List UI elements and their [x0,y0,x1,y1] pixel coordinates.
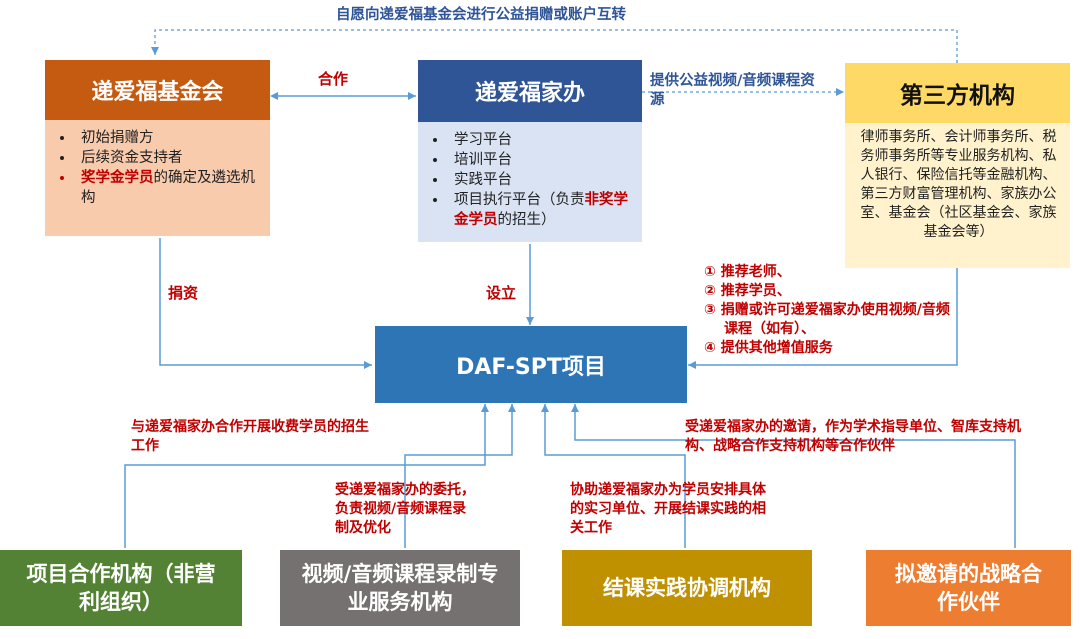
practice-coordination-title: 结课实践协调机构 [603,576,771,600]
strategic-partner-title: 拟邀请的战略合作伙伴 [895,562,1042,614]
foundation-item: 奖学金学员的确定及遴选机构 [75,168,264,208]
family-office-item: 项目执行平台（负责非奖学金学员的招生） [448,190,638,230]
family-office-body: 学习平台 培训平台 实践平台 项目执行平台（负责非奖学金学员的招生） [418,122,642,242]
foundation-item: 后续资金支持者 [75,148,264,168]
service-item: ② 推荐学员、 [704,283,791,299]
service-item: ④ 提供其他增值服务 [704,340,833,356]
strategic-partner-box: 拟邀请的战略合作伙伴 [866,550,1071,626]
foundation-header: 递爱福基金会 [45,60,270,120]
video-arrow [404,404,516,548]
top-connector-label: 自愿向递爱福基金会进行公益捐赠或账户互转 [336,7,626,23]
foundation-body: 初始捐赠方 后续资金支持者 奖学金学员的确定及遴选机构 [45,120,270,236]
practice-arrow [541,404,686,548]
third-party-body: 律师事务所、会计师事务所、税务师事务所等专业服务机构、私人银行、保险信托等金融机… [845,123,1070,268]
family-office-item-suffix: 的招生） [497,212,556,228]
foundation-item: 初始捐赠方 [75,128,264,148]
video-production-box: 视频/音频课程录制专业服务机构 [280,550,520,626]
strategic-label: 受递爱福家办的邀请，作为学术指导单位、智库支持机构、战略合作支持机构等合作伙伴 [685,419,1021,454]
foundation-item-text: 的确定及遴选机构 [81,170,255,206]
resources-label: 提供公益视频/音频课程资源 [650,73,815,108]
third-party-title: 第三方机构 [900,83,1015,109]
non-scholarship-highlight: 非奖学金学员 [454,192,628,228]
third-party-description: 律师事务所、会计师事务所、税务师事务所等专业服务机构、私人银行、保险信托等金融机… [860,129,1057,240]
service-item: ① 推荐老师、 [704,264,791,280]
family-office-item-text: 项目执行平台（负责 [454,192,585,208]
video-label: 受递爱福家办的委托，负责视频/音频课程录制及优化 [335,482,475,536]
family-office-item: 实践平台 [448,170,638,190]
practice-label: 协助递爱福家办为学员安排具体的实习单位、开展结课实践的相关工作 [570,482,766,536]
services-list: ① 推荐老师、 ② 推荐学员、 ③ 捐赠或许可递爱福家办使用视频/音频课程（如有… [704,263,956,358]
family-office-header: 递爱福家办 [418,60,642,122]
partner-label: 与递爱福家办合作开展收费学员的招生工作 [131,419,369,454]
third-party-header: 第三方机构 [845,63,1070,123]
daf-spt-project-title: DAF-SPT项目 [456,354,606,380]
video-production-title: 视频/音频课程录制专业服务机构 [301,562,499,614]
establish-label: 设立 [486,284,517,302]
donation-arrow [159,238,372,369]
partner-arrow [124,404,489,548]
donation-label: 捐资 [168,284,199,302]
top-dashed-connector [151,29,958,63]
project-partner-box: 项目合作机构（非营利组织） [0,550,242,626]
family-office-item: 培训平台 [448,150,638,170]
practice-coordination-box: 结课实践协调机构 [562,550,812,626]
services-arrow [688,268,958,369]
family-office-title: 递爱福家办 [474,81,585,106]
cooperation-label: 合作 [318,70,349,88]
service-item: ③ 捐赠或许可递爱福家办使用视频/音频课程（如有）、 [704,302,950,337]
project-partner-title: 项目合作机构（非营利组织） [26,562,216,614]
daf-spt-project-box: DAF-SPT项目 [375,326,687,403]
strategic-arrow [571,404,1016,548]
foundation-title: 递爱福基金会 [91,80,224,105]
scholarship-student-highlight: 奖学金学员 [81,170,154,186]
family-office-item: 学习平台 [448,130,638,150]
